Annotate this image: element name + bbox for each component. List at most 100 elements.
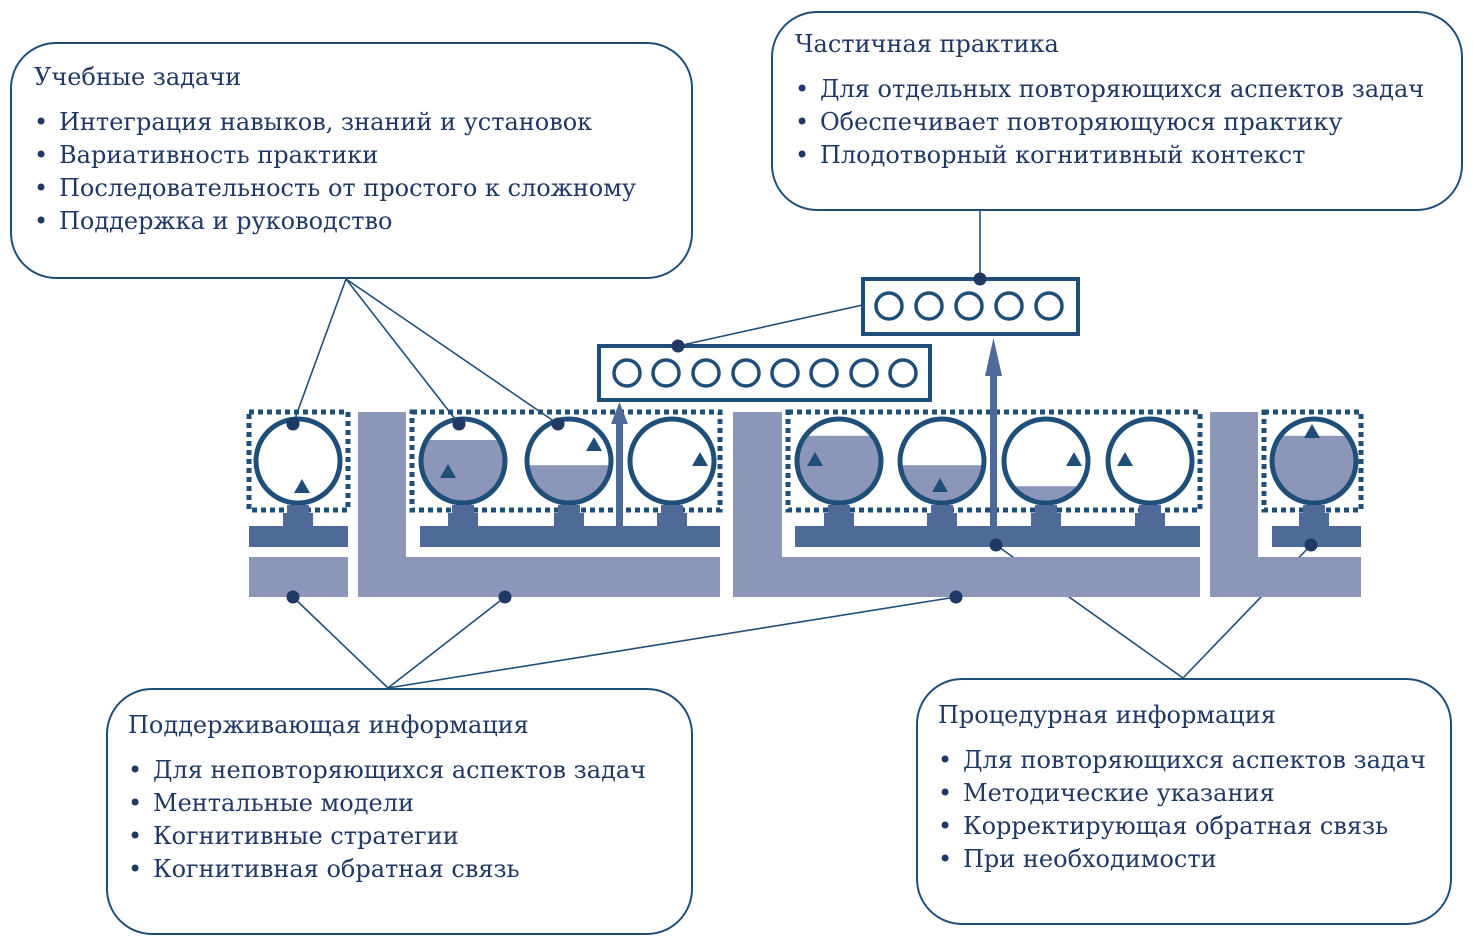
list-item: Корректирующая обратная связь xyxy=(938,810,1450,843)
supportive-info-bar xyxy=(358,412,720,597)
information-bars xyxy=(249,412,1361,597)
learning-tasks-title: Учебные задачи xyxy=(34,63,242,91)
procedural-connector xyxy=(657,505,687,526)
procedural-connector xyxy=(554,505,584,526)
list-item: Ментальные модели xyxy=(128,787,691,820)
list-item: Для отдельных повторяющихся аспектов зад… xyxy=(795,73,1461,106)
connector-line xyxy=(387,596,506,689)
list-item: Когнитивная обратная связь xyxy=(128,853,691,886)
list-item: Для неповторяющихся аспектов задач xyxy=(128,754,691,787)
connector-dot xyxy=(286,417,300,431)
triangle-icon xyxy=(440,464,456,478)
procedural-connector xyxy=(824,505,854,526)
learning-task-circle xyxy=(627,416,717,506)
connector-line xyxy=(387,596,957,689)
connector-line xyxy=(292,278,347,425)
practice-item-circle xyxy=(1034,291,1064,321)
learning-task-circle xyxy=(897,416,987,506)
list-item: Плодотворный когнитивный контекст xyxy=(795,139,1461,172)
procedural-connector xyxy=(1031,505,1061,526)
procedural-connector xyxy=(1299,505,1329,526)
procedural-information-box: Процедурная информация Для повторяющихся… xyxy=(916,678,1452,925)
triangle-icon xyxy=(294,479,310,493)
procedural-connector xyxy=(927,505,957,526)
connector-dot xyxy=(973,272,987,286)
list-item: Когнитивные стратегии xyxy=(128,820,691,853)
arrow-head-icon xyxy=(611,402,628,424)
list-item: Вариативность практики xyxy=(34,139,691,172)
list-item: Обеспечивает повторяющуюся практику xyxy=(795,106,1461,139)
procedural-info-bar xyxy=(420,526,720,547)
task-fill-level xyxy=(527,465,611,503)
supportive-information-box: Поддерживающая информация Для неповторяю… xyxy=(106,688,693,935)
triangle-icon xyxy=(586,437,602,451)
part-task-practice-box: Частичная практика Для отдельных повторя… xyxy=(771,11,1463,211)
supportive-information-title: Поддерживающая информация xyxy=(128,711,529,739)
learning-task-circle xyxy=(524,416,614,506)
learning-task-circle xyxy=(1105,416,1195,506)
connector-dot xyxy=(452,417,466,431)
procedural-info-bar xyxy=(1272,526,1361,547)
practice-item-circle xyxy=(994,291,1024,321)
procedural-info-bar xyxy=(249,526,348,547)
arrow-head-icon xyxy=(985,338,1002,376)
procedural-information-title: Процедурная информация xyxy=(938,701,1276,729)
triangle-icon xyxy=(807,452,823,466)
procedural-connector xyxy=(1135,505,1165,526)
practice-item-circle xyxy=(731,358,761,388)
procedural-connector xyxy=(448,505,478,526)
triangle-icon xyxy=(932,478,948,492)
learning-tasks-list: Интеграция навыков, знаний и установок В… xyxy=(34,106,691,238)
part-task-group xyxy=(597,344,932,402)
triangle-icon xyxy=(1117,452,1133,466)
connector-line xyxy=(345,278,460,425)
supportive-info-bar xyxy=(1210,412,1361,597)
practice-item-circle xyxy=(914,291,944,321)
supportive-information-list: Для неповторяющихся аспектов задач Мента… xyxy=(128,754,691,886)
connector-line xyxy=(292,596,389,689)
list-item: Для повторяющихся аспектов задач xyxy=(938,744,1450,777)
learning-task-circle xyxy=(794,416,884,506)
part-task-practice-list: Для отдельных повторяющихся аспектов зад… xyxy=(795,73,1461,172)
practice-item-circle xyxy=(954,291,984,321)
learning-task-circle xyxy=(1001,416,1091,506)
triangle-icon xyxy=(692,452,708,466)
practice-item-circle xyxy=(651,358,681,388)
practice-item-circle xyxy=(770,358,800,388)
practice-item-circle xyxy=(612,358,642,388)
procedural-info-bar xyxy=(795,526,1200,547)
connector-dot xyxy=(949,590,963,604)
practice-item-circle xyxy=(888,358,918,388)
connector-dot xyxy=(498,590,512,604)
practice-item-circle xyxy=(809,358,839,388)
practice-item-circle xyxy=(849,358,879,388)
list-item: При необходимости xyxy=(938,843,1450,876)
triangle-icon xyxy=(1066,452,1082,466)
connector-dot xyxy=(286,590,300,604)
procedural-information-list: Для повторяющихся аспектов задач Методич… xyxy=(938,744,1450,876)
connector-dot xyxy=(671,339,685,353)
list-item: Последовательность от простого к сложном… xyxy=(34,172,691,205)
practice-item-circle xyxy=(874,291,904,321)
connector-dot xyxy=(551,417,565,431)
connector-dot xyxy=(989,538,1003,552)
part-task-practice-groups xyxy=(597,277,1080,526)
procedural-connector xyxy=(283,505,313,526)
supportive-info-bar xyxy=(249,557,348,597)
supportive-info-bar xyxy=(733,412,1200,597)
learning-task-circle xyxy=(1269,416,1359,506)
practice-item-circle xyxy=(691,358,721,388)
list-item: Методические указания xyxy=(938,777,1450,810)
connector-dot xyxy=(1304,538,1318,552)
learning-task-circle xyxy=(253,416,343,506)
triangle-icon xyxy=(1304,424,1320,438)
list-item: Интеграция навыков, знаний и установок xyxy=(34,106,691,139)
practice-arrow xyxy=(616,418,623,526)
connector-line xyxy=(345,278,559,425)
part-task-practice-title: Частичная практика xyxy=(795,30,1059,58)
learning-task-circles xyxy=(253,416,1359,526)
practice-arrow xyxy=(990,372,997,526)
list-item: Поддержка и руководство xyxy=(34,205,691,238)
learning-tasks-box: Учебные задачи Интеграция навыков, знани… xyxy=(10,42,693,279)
